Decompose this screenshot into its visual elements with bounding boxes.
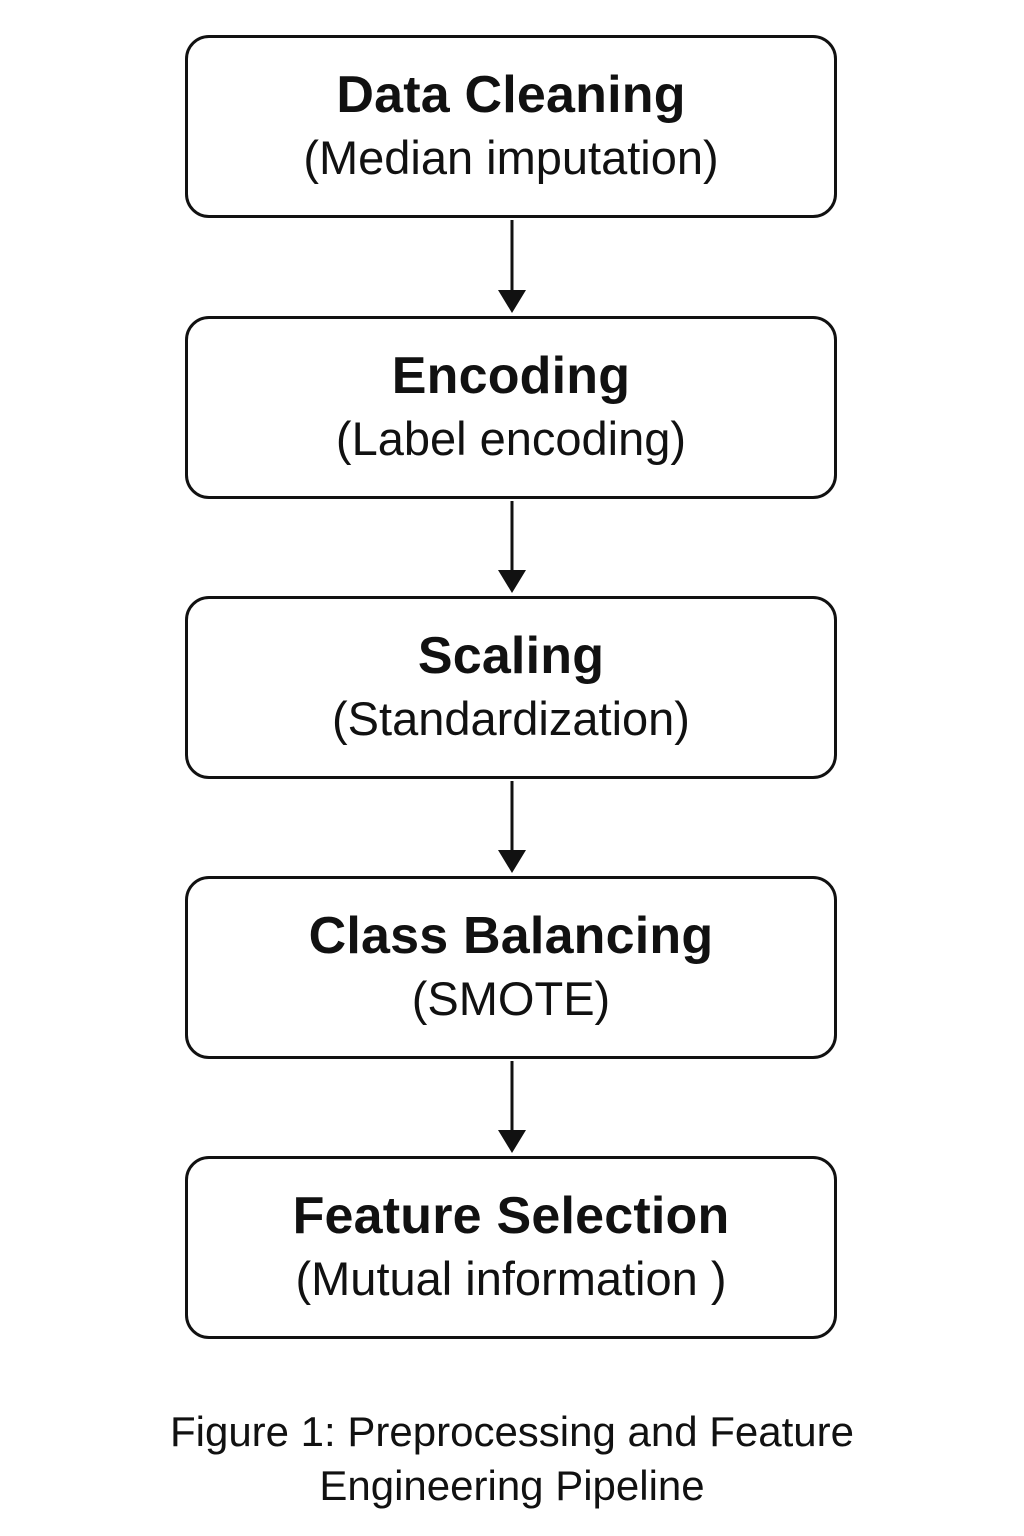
step-data-cleaning-box: Data Cleaning (Median imputation) [185,35,837,218]
arrow-2-head [498,570,526,593]
caption-line-1: Figure 1: Preprocessing and Feature [169,1408,855,1455]
step-title: Data Cleaning [336,66,686,125]
step-subtitle: (SMOTE) [411,971,611,1025]
step-subtitle: (Standardization) [332,691,690,745]
arrow-3-head [498,850,526,873]
step-title: Class Balancing [308,907,714,966]
step-scaling-box: Scaling (Standardization) [185,596,837,779]
step-class-balancing-box: Class Balancing (SMOTE) [185,876,837,1059]
step-encoding-box: Encoding (Label encoding) [185,316,837,499]
figure-caption: Figure 1: Preprocessing and Feature Engi… [62,1405,962,1513]
step-title: Encoding [391,347,631,406]
step-title: Scaling [417,627,605,686]
arrow-1-head [498,290,526,313]
caption-line-2: Engineering Pipeline [319,1461,705,1509]
step-title: Feature Selection [292,1187,730,1246]
step-subtitle: (Median imputation) [303,130,719,184]
step-subtitle: (Mutual information ) [295,1251,727,1305]
arrow-4-head [498,1130,526,1153]
step-subtitle: (Label encoding) [335,411,687,465]
step-feature-selection-box: Feature Selection (Mutual information ) [185,1156,837,1339]
